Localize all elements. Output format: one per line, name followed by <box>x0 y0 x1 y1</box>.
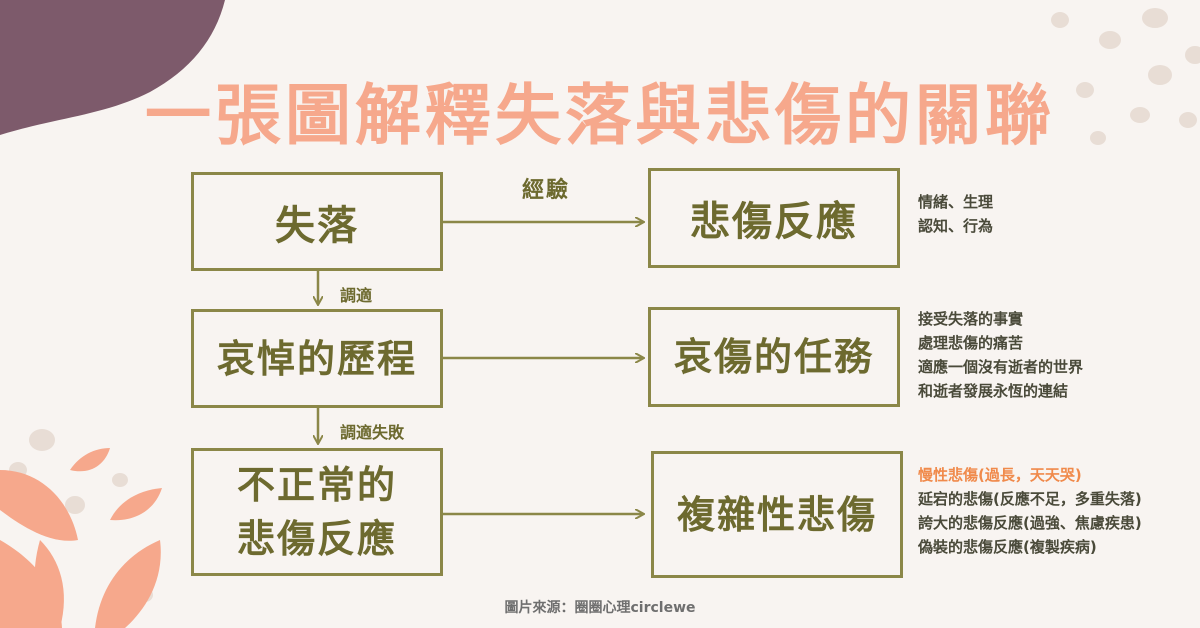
grief-reaction-box: 悲傷反應 <box>648 168 900 268</box>
edge-label-adjust: 調適 <box>340 286 373 305</box>
grief-tasks-notes: 接受失落的事實 處理悲傷的痛苦 適應一個沒有逝者的世界 和逝者發展永恆的連結 <box>918 307 1083 403</box>
edge-label-adjust-fail: 調適失敗 <box>340 423 405 442</box>
note-item: 誇大的悲傷反應(過強、焦慮疾患) <box>918 514 1142 532</box>
grief-tasks-label: 哀傷的任務 <box>673 335 874 379</box>
abnormal-label-line1: 不正常的 <box>236 463 397 507</box>
image-credit: 圖片來源：圈圈心理circlewe <box>504 600 696 616</box>
page-title: 一張圖解釋失落與悲傷的關聯 <box>145 77 1055 154</box>
purple-blob-decoration <box>0 0 225 135</box>
edge-label-experience: 經驗 <box>522 178 571 203</box>
grief-tasks-box: 哀傷的任務 <box>648 307 900 407</box>
mourning-box: 哀悼的歷程 <box>191 309 443 408</box>
loss-label: 失落 <box>275 202 359 249</box>
complicated-grief-box: 複雜性悲傷 <box>651 451 903 578</box>
loss-box: 失落 <box>191 172 443 271</box>
leaf-decoration <box>0 448 162 628</box>
note-item: 延宕的悲傷(反應不足，多重失落) <box>918 490 1142 508</box>
note-item: 適應一個沒有逝者的世界 <box>918 358 1084 376</box>
note-item: 接受失落的事實 <box>918 310 1024 328</box>
note-item-highlight: 慢性悲傷(過長，天天哭) <box>918 466 1082 484</box>
mourning-label: 哀悼的歷程 <box>216 336 417 381</box>
note-item: 和逝者發展永恆的連結 <box>918 382 1069 400</box>
note-item: 情緒、生理 <box>918 193 994 211</box>
grief-reaction-notes: 情緒、生理 認知、行為 <box>918 190 993 238</box>
complicated-grief-label: 複雜性悲傷 <box>676 492 877 537</box>
note-item: 認知、行為 <box>918 217 994 235</box>
note-item: 偽裝的悲傷反應(複製疾病) <box>918 538 1097 556</box>
abnormal-label-line2: 悲傷反應 <box>236 517 397 561</box>
complicated-grief-notes: 慢性悲傷(過長，天天哭) 延宕的悲傷(反應不足，多重失落) 誇大的悲傷反應(過強… <box>918 463 1142 559</box>
note-item: 處理悲傷的痛苦 <box>918 334 1024 352</box>
grief-reaction-label: 悲傷反應 <box>690 199 858 245</box>
abnormal-grief-box: 不正常的 悲傷反應 <box>191 448 443 576</box>
